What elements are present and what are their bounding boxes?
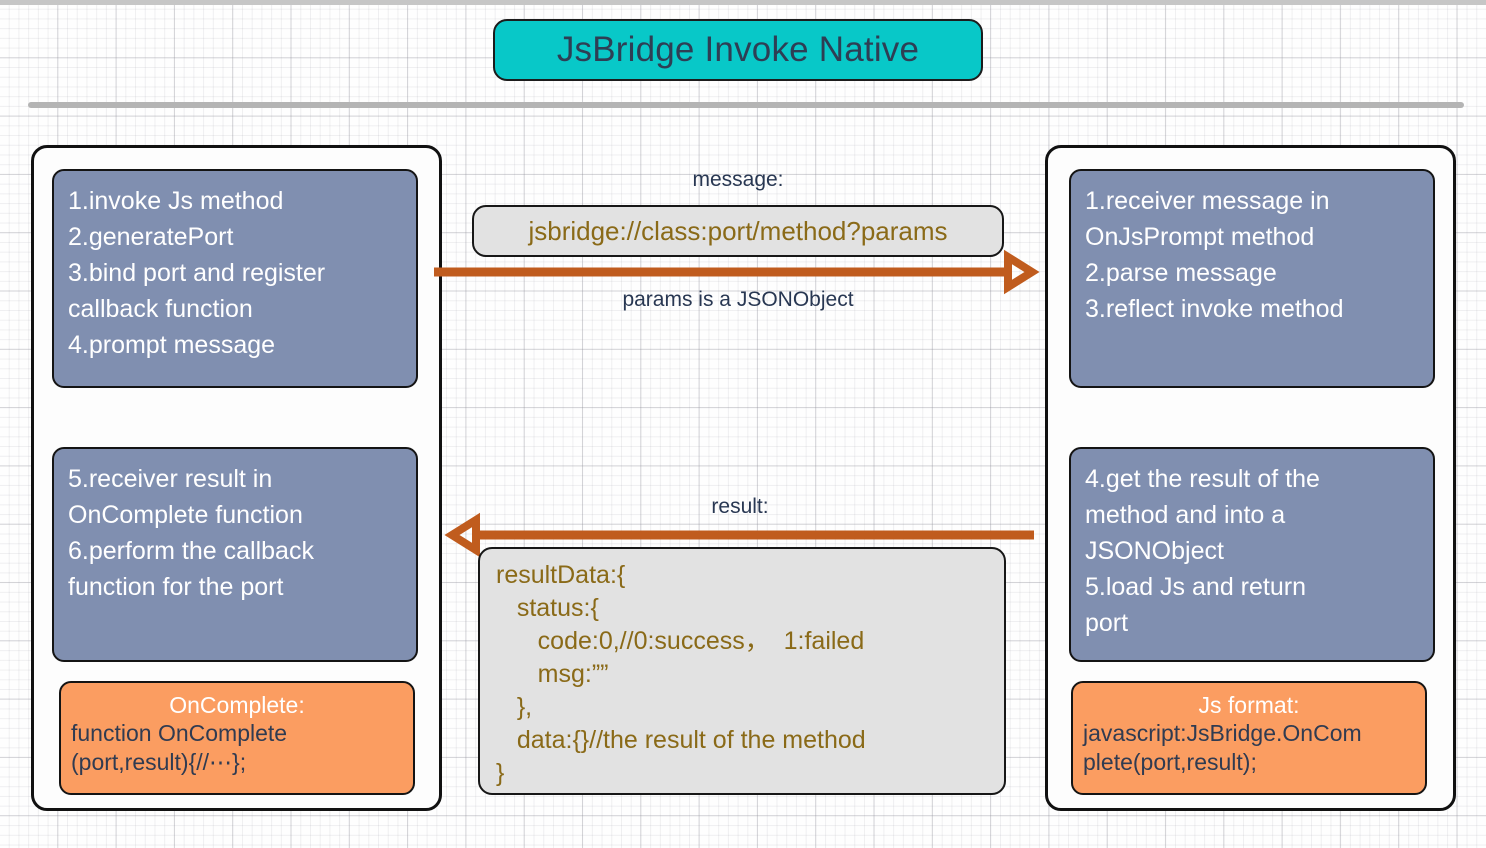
right-steps-top: 1.receiver message in OnJsPrompt method … (1069, 169, 1435, 388)
right-note-title: Js format: (1198, 692, 1300, 718)
left-note-title: OnComplete: (169, 692, 305, 718)
diagram-title: JsBridge Invoke Native (493, 19, 983, 81)
left-note-body: function OnComplete (port,result){//⋯}; (71, 720, 288, 775)
arrow-js-to-native (434, 249, 1040, 295)
right-note-body: javascript:JsBridge.OnCom plete(port,res… (1083, 720, 1362, 775)
left-steps-bottom: 5.receiver result in OnComplete function… (52, 447, 418, 662)
left-steps-top: 1.invoke Js method 2.generatePort 3.bind… (52, 169, 418, 388)
message-caption: message: (692, 168, 784, 191)
arrow-native-to-js (444, 512, 1034, 558)
header-divider (28, 102, 1464, 108)
right-steps-bottom: 4.get the result of the method and into … (1069, 447, 1435, 662)
params-caption: params is a JSONObject (622, 288, 854, 311)
result-caption: result: (711, 495, 769, 518)
result-json-bubble: resultData:{ status:{ code:0,//0:success… (478, 547, 1006, 795)
left-note-oncomplete: OnComplete: function OnComplete (port,re… (59, 681, 415, 795)
message-url-bubble: jsbridge://class:port/method?params (472, 205, 1004, 257)
right-note-js-format: Js format: javascript:JsBridge.OnCom ple… (1071, 681, 1427, 795)
top-grey-bar (0, 0, 1486, 5)
